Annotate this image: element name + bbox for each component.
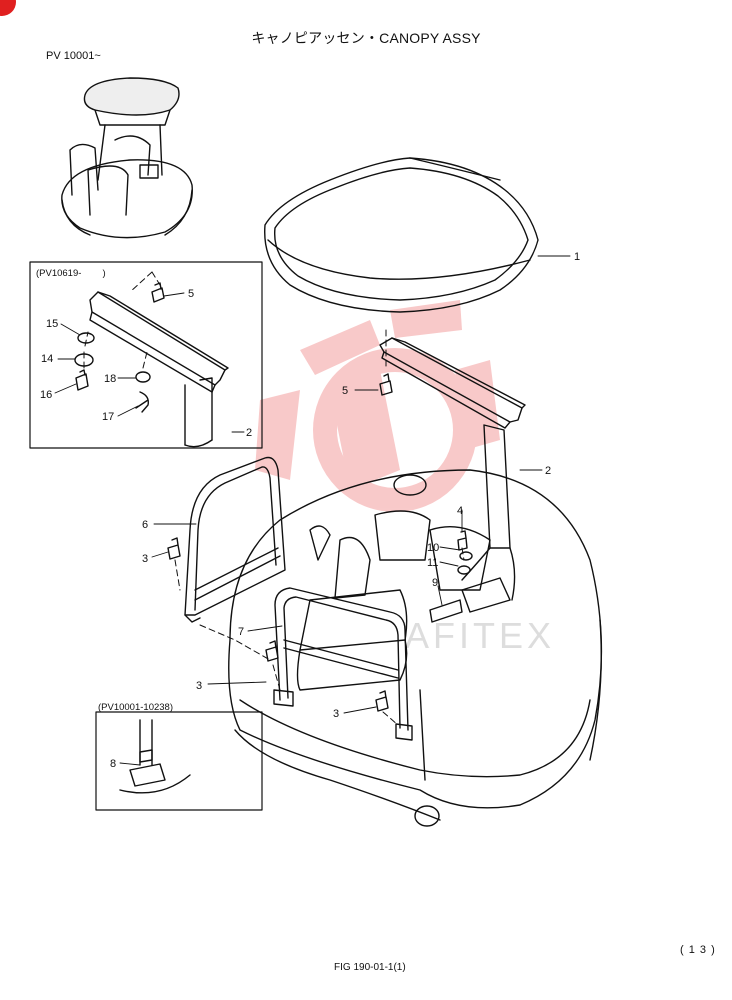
inset-box-upper	[29, 261, 263, 449]
rear-handrail	[273, 587, 413, 741]
callout-1: 1	[574, 251, 580, 263]
inset-lower-detail	[119, 719, 191, 794]
operator-seat	[296, 525, 408, 691]
callout-9: 9	[432, 577, 438, 589]
callout-3-left: 3	[142, 553, 148, 565]
callout-15: 15	[46, 318, 58, 330]
callout-8: 8	[110, 758, 116, 770]
callout-4: 4	[457, 505, 463, 517]
callout-18: 18	[104, 373, 116, 385]
callout-10: 10	[427, 542, 439, 554]
watermark-text: AFITEX	[405, 615, 555, 656]
callout-6: 6	[142, 519, 148, 531]
canopy-roof	[264, 157, 539, 313]
callout-11: 11	[427, 557, 438, 569]
overview-sketch	[61, 77, 193, 239]
mounting-hardware	[167, 373, 511, 712]
serial-range: PV 10001~	[46, 50, 101, 62]
inset-upper-title: (PV10619- )	[36, 268, 106, 279]
page-title: キャノピアッセン・CANOPY ASSY	[251, 30, 481, 46]
callout-3-right: 3	[333, 708, 339, 720]
inset-lower-title: (PV10001-10238)	[98, 702, 173, 713]
callout-17: 17	[102, 411, 114, 423]
page-number: ( 1 3 )	[680, 944, 716, 956]
callout-2-inset: 2	[246, 427, 252, 439]
callout-7: 7	[238, 626, 244, 638]
callout-labels: 1 2 2 3 3 3 4 5 5 6 7 8 9 10 11 14 15 16…	[40, 251, 580, 770]
callout-3-bottom: 3	[196, 680, 202, 692]
mounting-guides	[83, 271, 465, 726]
inset-box-lower	[95, 711, 263, 811]
callout-5-main: 5	[342, 385, 348, 397]
watermark-logo	[255, 300, 500, 512]
corner-badge-icon	[0, 0, 16, 16]
leader-lines	[54, 255, 571, 766]
callout-2-main: 2	[545, 465, 551, 477]
figure-number: FIG 190-01-1(1)	[334, 962, 406, 973]
main-roof-beam	[379, 337, 526, 601]
callout-5-inset: 5	[188, 288, 194, 300]
callout-16: 16	[40, 389, 52, 401]
callout-14: 14	[41, 353, 53, 365]
cab-body	[228, 469, 603, 827]
inset-upper-beam	[89, 291, 229, 448]
front-guard	[184, 456, 286, 623]
